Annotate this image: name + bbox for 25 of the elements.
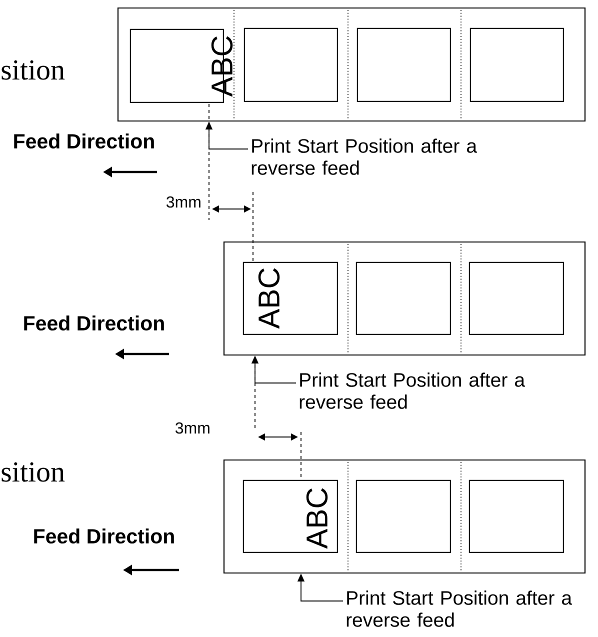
label-rectangle <box>470 28 564 102</box>
label-strip <box>223 459 586 574</box>
label-rectangle <box>468 262 564 335</box>
dimension-label: 3mm <box>166 196 200 208</box>
label-rectangle <box>468 480 564 553</box>
label-rectangle <box>356 28 451 102</box>
label-strip <box>223 241 586 356</box>
label-rectangle <box>356 262 451 335</box>
label-rectangle <box>242 262 338 335</box>
text-fragment: sition <box>2 60 65 80</box>
feed-direction-label: Feed Direction <box>34 528 174 544</box>
leader-text: Print Start Position after a reverse feed <box>346 590 572 627</box>
feed-direction-label: Feed Direction <box>24 315 164 331</box>
label-rectangle <box>242 480 338 553</box>
label-rectangle <box>356 480 451 553</box>
leader-text: Print Start Position after a reverse feed <box>252 138 478 175</box>
leader-text: Print Start Position after a reverse feed <box>300 372 526 409</box>
label-strip <box>117 7 586 122</box>
printed-text: ABC <box>306 488 328 549</box>
feed-direction-label: Feed Direction <box>14 133 154 149</box>
text-fragment: sition <box>2 462 65 482</box>
printed-text: ABC <box>258 268 280 329</box>
printed-text: ABC <box>211 36 233 97</box>
dimension-label: 3mm <box>176 422 210 434</box>
label-rectangle <box>244 28 338 102</box>
